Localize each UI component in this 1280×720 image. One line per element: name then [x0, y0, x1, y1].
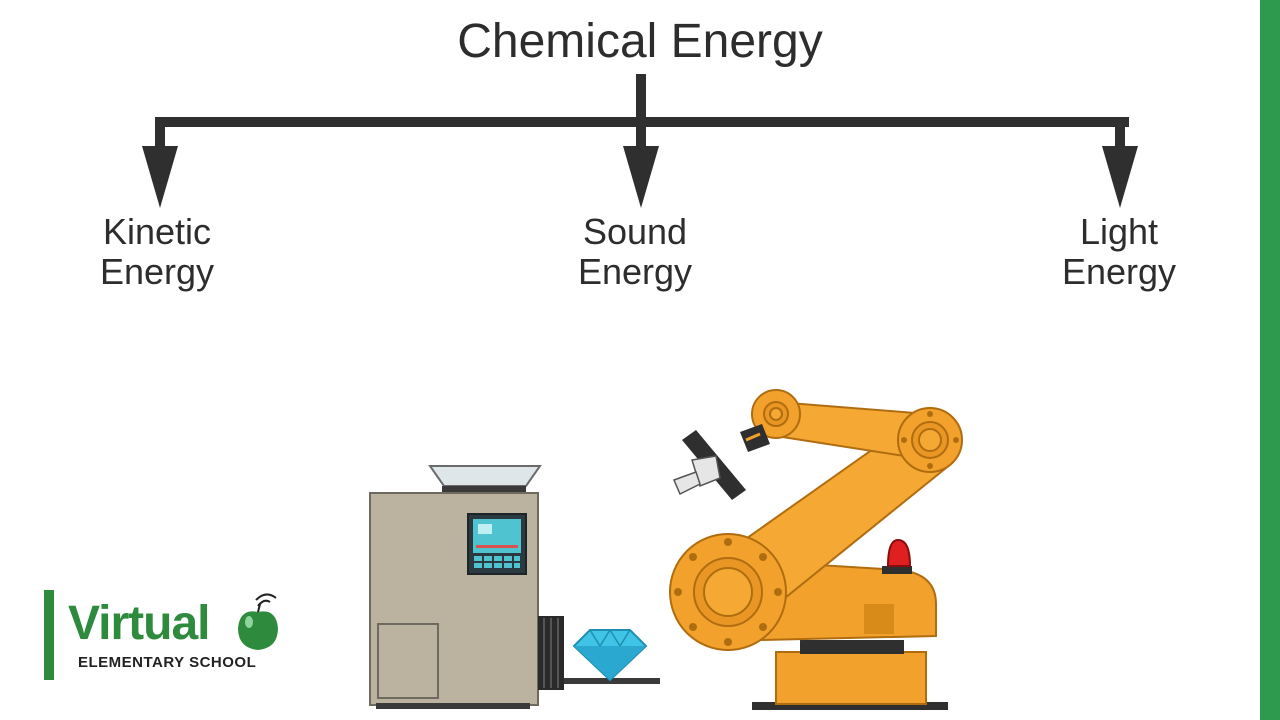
logo-subtitle: ELEMENTARY SCHOOL: [78, 654, 257, 671]
arrowhead-kinetic: [142, 146, 178, 208]
school-logo: Virtual ELEMENTARY SCHOOL: [44, 588, 284, 684]
diagram-title: Chemical Energy: [457, 15, 823, 68]
branch-label-sound: Sound Energy: [577, 211, 693, 292]
brand-stripe: [1260, 0, 1280, 720]
branch-label-light: Light Energy: [1061, 211, 1177, 292]
apple-icon: [238, 593, 278, 650]
logo-word: Virtual: [68, 597, 210, 650]
machine-icon: [369, 465, 660, 709]
branch-label-kinetic: Kinetic Energy: [99, 211, 215, 292]
arrowhead-light: [1102, 146, 1138, 208]
robot-arm-icon: [669, 389, 963, 710]
arrowhead-sound: [623, 146, 659, 208]
logo-bar: [44, 590, 54, 680]
gem-icon: [572, 629, 648, 682]
